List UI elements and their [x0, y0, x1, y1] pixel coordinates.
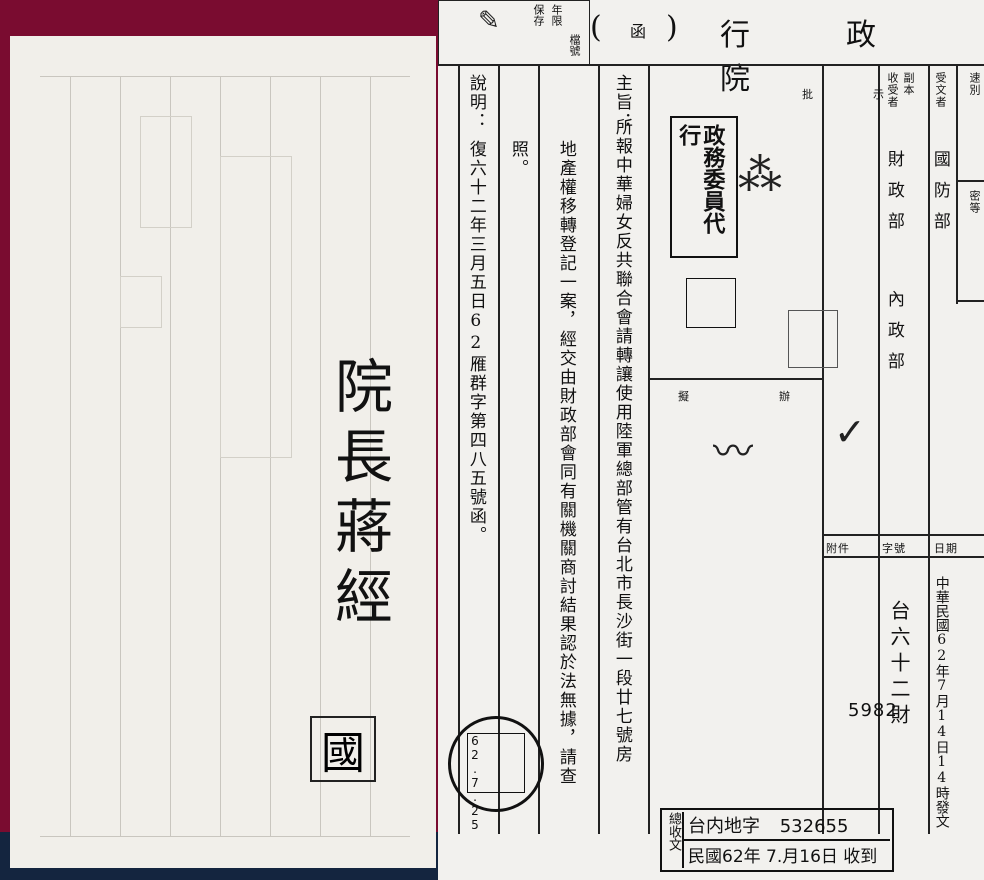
table-row-rule	[822, 534, 984, 536]
receipt-round-seal: 62.7.25	[448, 716, 544, 832]
subject-end: 照。	[507, 140, 528, 178]
archive-mark-keep: 保存	[532, 4, 545, 26]
table-column-rule	[822, 64, 824, 834]
table-column-rule	[878, 64, 880, 834]
instruction-label: 批示	[802, 88, 944, 101]
receipt-line-2: 民國62年 7.月16日 收到	[688, 847, 878, 867]
bleed-through-mark	[220, 156, 292, 458]
body-column-rule	[458, 64, 460, 834]
recipient-value: 國防部	[929, 150, 950, 243]
bleed-through-mark	[120, 276, 162, 328]
table-column-rule	[928, 64, 930, 834]
left-document-page: 院長蔣經 國	[10, 36, 436, 868]
speed-label: 速別	[968, 72, 981, 96]
receipt-number: 532655	[779, 816, 849, 837]
number-serial: 5982	[848, 700, 898, 721]
subject-text: 所報中華婦女反共聯合會請轉讓使用陸軍總部管有台北市長沙街一段廿七號房	[611, 118, 632, 764]
number-value: 台六十二財	[887, 600, 911, 730]
ruled-line	[170, 76, 171, 836]
personal-seal	[788, 310, 838, 368]
handwritten-approval-mark: ✓	[834, 410, 866, 454]
ruled-line	[270, 76, 271, 836]
attachment-label: 附件	[826, 542, 850, 555]
copy-recipient-1: 財政部	[883, 150, 904, 243]
ruled-line	[120, 76, 121, 836]
receipt-label: 總收文	[664, 812, 684, 868]
recipient-label: 受文者	[934, 72, 947, 108]
ruled-line-bottom	[40, 836, 410, 837]
ruled-line	[370, 76, 371, 836]
ruled-line-top	[40, 76, 410, 77]
date-value: 中華民國62年7月14日14時發文	[933, 576, 950, 828]
ruled-line	[320, 76, 321, 836]
draft-label: 擬辦	[678, 390, 880, 403]
signature-title: 院長蔣經	[325, 356, 393, 636]
subject-label: 主旨：	[611, 74, 632, 131]
table-row-rule	[956, 180, 984, 182]
agency-name: 行政院	[720, 18, 972, 97]
personal-seal	[686, 278, 736, 328]
receipt-prefix: 台内地字	[688, 816, 760, 837]
body-column-rule	[598, 64, 600, 834]
number-label: 字號	[882, 542, 906, 555]
date-label: 日期	[934, 542, 958, 555]
document-type: 函	[630, 22, 647, 41]
receipt-divider	[684, 839, 890, 841]
receipt-stamp: 總收文 台内地字 532655 民國62年 7.月16日 收到	[660, 808, 894, 872]
handwritten-draft-note: 〰	[706, 430, 752, 470]
body-column-rule	[498, 64, 500, 834]
secret-label: 密等	[968, 190, 981, 214]
table-left-rule	[648, 64, 650, 834]
table-row-rule	[648, 378, 822, 380]
archive-mark-years: 年限	[550, 4, 563, 26]
copy-recipient-2: 內政部	[883, 290, 904, 383]
table-row-rule	[956, 300, 984, 302]
explanation-label: 說明：	[465, 74, 486, 131]
copy-label: 副本	[902, 72, 915, 96]
receipt-line-1: 台内地字 532655	[688, 812, 848, 838]
body-column-rule	[538, 64, 540, 834]
table-row-rule	[822, 556, 984, 558]
subject-text-continued: 地產權移轉登記一案，經交由財政部會同有關機關商討結果認於法無據，請查	[555, 140, 576, 786]
archive-mark-file: 檔號	[568, 34, 581, 56]
paren-open: (	[590, 10, 602, 45]
table-top-rule	[438, 64, 984, 66]
right-document-page: 保存 年限 檔號 ✎ ( 函 ) 行政院 速別 密等 受文者 國防部 副本 收受…	[438, 0, 984, 880]
explanation-text: 復六十二年三月五日62雁群字第四八五號函。	[465, 140, 486, 545]
ruled-line	[70, 76, 71, 836]
handwritten-archive-number: ✎	[478, 6, 500, 36]
copy-receiver-label: 收受者	[886, 72, 899, 108]
handwritten-signature: ⁂	[738, 150, 782, 201]
bleed-through-mark	[140, 116, 192, 228]
approval-stamp-text: 政務委員代行	[675, 124, 726, 234]
round-seal-date: 62.7.25	[468, 734, 482, 832]
table-column-rule	[956, 64, 958, 304]
round-seal-inner: 62.7.25	[467, 733, 525, 832]
approval-stamp: 政務委員代行	[670, 116, 738, 258]
paren-close: )	[666, 10, 678, 45]
signature-seal: 國	[310, 716, 376, 782]
archive-stamp-box	[438, 0, 590, 66]
